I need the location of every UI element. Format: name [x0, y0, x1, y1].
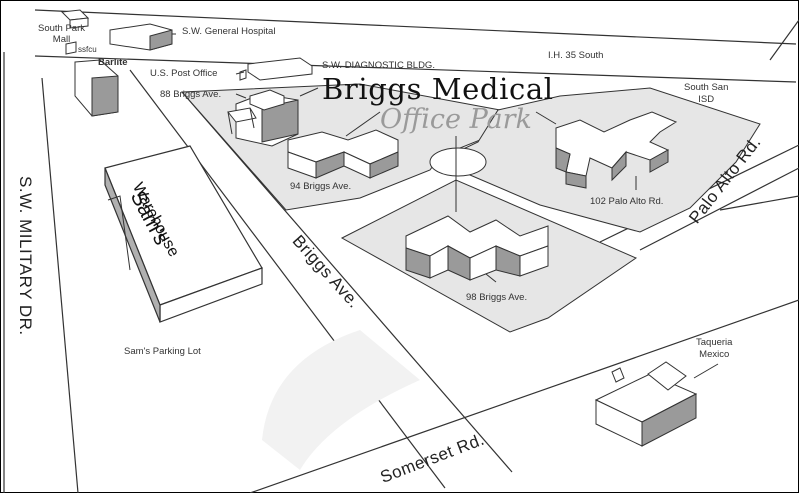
building-94-briggs	[287, 129, 399, 179]
label-arrows	[172, 33, 719, 379]
arrow-88-briggs	[235, 93, 247, 99]
sams-warehouse-building	[104, 145, 263, 323]
ih35-ramp-edge	[769, 19, 799, 61]
building-taqueria	[594, 361, 698, 447]
address-98-briggs: 98 Briggs Ave.	[466, 292, 528, 303]
sw-diagnostic-bldg-label: S.W. DIAGNOSTIC BLDG.	[322, 60, 435, 71]
building-98-briggs	[405, 215, 549, 281]
briggs-ave-edge-right	[181, 91, 513, 473]
south-park-mall-line-2: Mall	[52, 33, 71, 45]
arrow-taqueria	[693, 363, 719, 379]
road-label-sw-military: S.W. MILITARY DR.	[16, 176, 35, 336]
parking-lot-shade	[262, 330, 420, 470]
address-94-briggs: 94 Briggs Ave.	[290, 181, 352, 192]
south-park-mall-line-1: South Park	[38, 23, 85, 34]
arrow-102-title	[535, 111, 557, 125]
frontage-road-edge-top	[34, 9, 797, 45]
arrow-94-briggs	[345, 111, 381, 137]
briggs-ave-edge-left	[129, 69, 446, 489]
taqueria-mexico-line-1: Taqueria	[696, 337, 733, 348]
south-san-isd-line-1: South San	[684, 82, 729, 93]
address-102-palo-alto: 102 Palo Alto Rd.	[590, 196, 664, 207]
road-network	[3, 9, 799, 493]
sams-parking-lot-label: Sam's Parking Lot	[124, 346, 201, 357]
us-post-office-label: U.S. Post Office	[150, 68, 218, 79]
arrow-98-briggs	[485, 273, 497, 283]
arrow-diagnostic	[299, 87, 319, 97]
taqueria-mexico-label: Taqueria Mexico	[696, 338, 732, 359]
frontage-road-edge-bottom	[34, 55, 797, 83]
south-park-mall-label: South Park Mall	[38, 24, 85, 44]
ih35-south-label: I.H. 35 South	[548, 50, 604, 61]
building-88-briggs	[227, 89, 299, 147]
palo-alto-edge-left	[639, 167, 799, 251]
south-san-isd-label: South San ISD	[684, 83, 728, 104]
arrow-post-office	[235, 71, 245, 75]
map-title: Briggs Medical	[322, 72, 554, 106]
sw-general-hospital-label: S.W. General Hospital	[182, 26, 276, 37]
taqueria-mexico-line-2: Mexico	[699, 348, 730, 360]
barlite-label: Barlite	[98, 57, 128, 68]
address-88-briggs: 88 Briggs Ave.	[160, 89, 222, 100]
roundabout	[429, 147, 487, 177]
building-102-palo-alto	[555, 111, 678, 189]
military-dr-edge-right	[41, 77, 79, 493]
map-subtitle: Office Park	[380, 104, 532, 135]
north-buildings	[60, 9, 313, 117]
palo-alto-edge-lower	[719, 195, 799, 211]
ssfcu-label: ssfcu	[78, 45, 97, 54]
somerset-rd-edge-top	[249, 299, 799, 493]
south-san-isd-line-2: ISD	[698, 93, 715, 105]
